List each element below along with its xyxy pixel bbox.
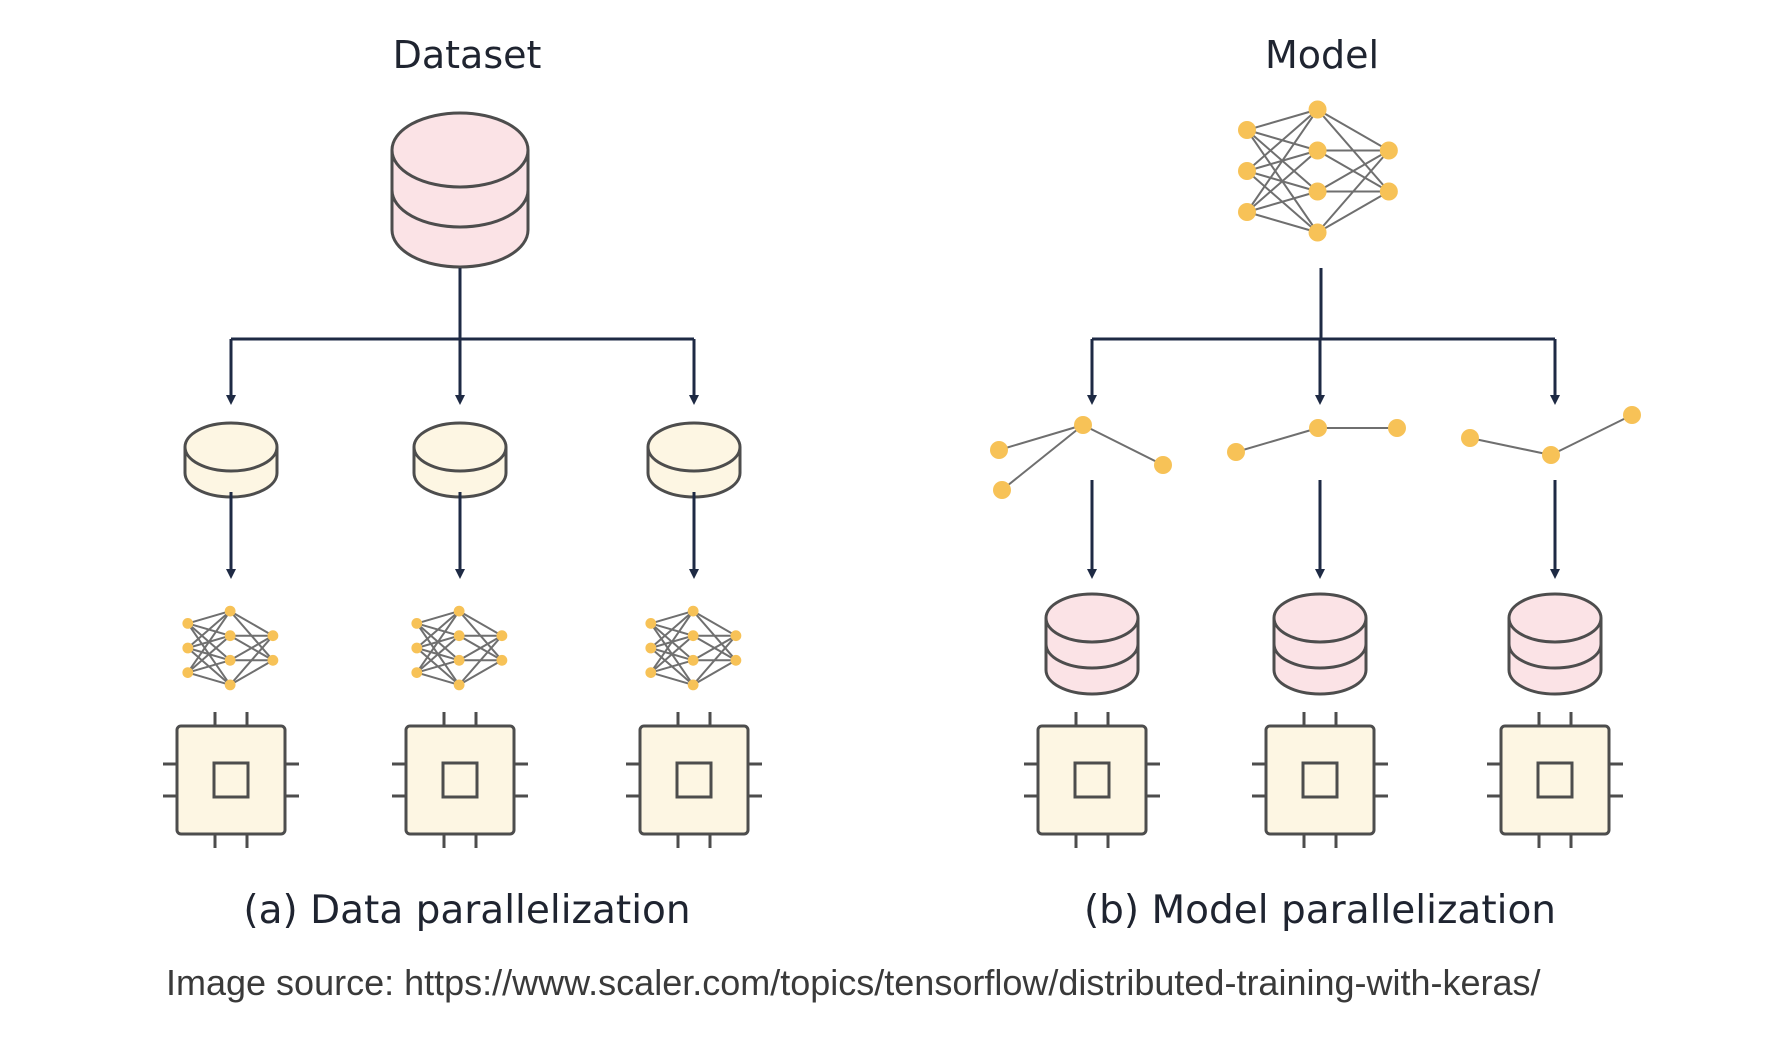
data-shard-icon-2: [412, 421, 508, 499]
neural-network-icon-1: [182, 605, 279, 691]
full-model-network-icon: [1238, 100, 1398, 242]
network-node: [496, 654, 508, 666]
network-node: [687, 630, 699, 642]
model-fragment-icon-3: [1461, 406, 1641, 464]
network-node: [1154, 456, 1172, 474]
network-node: [1542, 446, 1560, 464]
network-node: [1461, 429, 1479, 447]
dataset-title: Dataset: [393, 33, 542, 77]
network-node: [1074, 416, 1092, 434]
data-shard-icon-1: [183, 421, 279, 499]
network-node: [1238, 162, 1256, 180]
dataset-database-icon: [390, 111, 530, 269]
model-processor-chip-icon-1: [1024, 712, 1160, 848]
model-fragment-icon-2: [1227, 419, 1406, 461]
network-node: [687, 654, 699, 666]
network-node: [730, 654, 742, 666]
network-node: [411, 642, 423, 654]
network-node: [453, 679, 465, 691]
image-source-text: Image source: https://www.scaler.com/top…: [166, 962, 1541, 1003]
model-title: Model: [1265, 33, 1379, 77]
network-node: [1623, 406, 1641, 424]
model-processor-chip-icon-2: [1252, 712, 1388, 848]
network-node: [453, 654, 465, 666]
neural-network-icon-3: [645, 605, 742, 691]
model-database-icon-1: [1044, 592, 1140, 696]
network-node: [730, 630, 742, 642]
network-node: [645, 667, 657, 678]
network-node: [1227, 443, 1245, 461]
network-node: [993, 481, 1011, 499]
model-fragment-icon-1: [990, 416, 1172, 499]
network-node: [1238, 121, 1256, 139]
network-node: [1238, 203, 1256, 221]
network-node: [1308, 141, 1327, 160]
network-node: [496, 630, 508, 642]
model-database-icon-3: [1507, 592, 1603, 696]
network-node: [411, 618, 423, 629]
network-node: [1309, 419, 1327, 437]
network-node: [224, 630, 236, 642]
network-node: [224, 654, 236, 666]
model-database-icon-2: [1272, 592, 1368, 696]
network-node: [224, 605, 236, 617]
network-node: [645, 618, 657, 629]
network-node: [182, 618, 194, 629]
network-node: [182, 667, 194, 678]
network-node: [687, 679, 699, 691]
network-node: [990, 441, 1008, 459]
network-node: [1379, 141, 1398, 160]
network-node: [1308, 182, 1327, 201]
data-branch-lines: [231, 268, 694, 341]
processor-chip-icon-2: [392, 712, 528, 848]
data-shard-icon-3: [646, 421, 742, 499]
network-node: [645, 642, 657, 654]
network-node: [1308, 223, 1327, 242]
network-node: [1388, 419, 1406, 437]
processor-chip-icon-1: [163, 712, 299, 848]
network-node: [267, 630, 279, 642]
network-node: [1308, 100, 1327, 119]
data-parallelization-caption: (a) Data parallelization: [243, 888, 690, 933]
network-node: [453, 605, 465, 617]
network-node: [182, 642, 194, 654]
network-node: [687, 605, 699, 617]
network-node: [267, 654, 279, 666]
network-node: [1379, 182, 1398, 201]
network-node: [224, 679, 236, 691]
processor-chip-icon-3: [626, 712, 762, 848]
neural-network-icon-2: [411, 605, 508, 691]
model-branch-lines: [1092, 268, 1555, 341]
network-node: [411, 667, 423, 678]
model-processor-chip-icon-3: [1487, 712, 1623, 848]
network-node: [453, 630, 465, 642]
model-parallelization-caption: (b) Model parallelization: [1084, 888, 1556, 933]
